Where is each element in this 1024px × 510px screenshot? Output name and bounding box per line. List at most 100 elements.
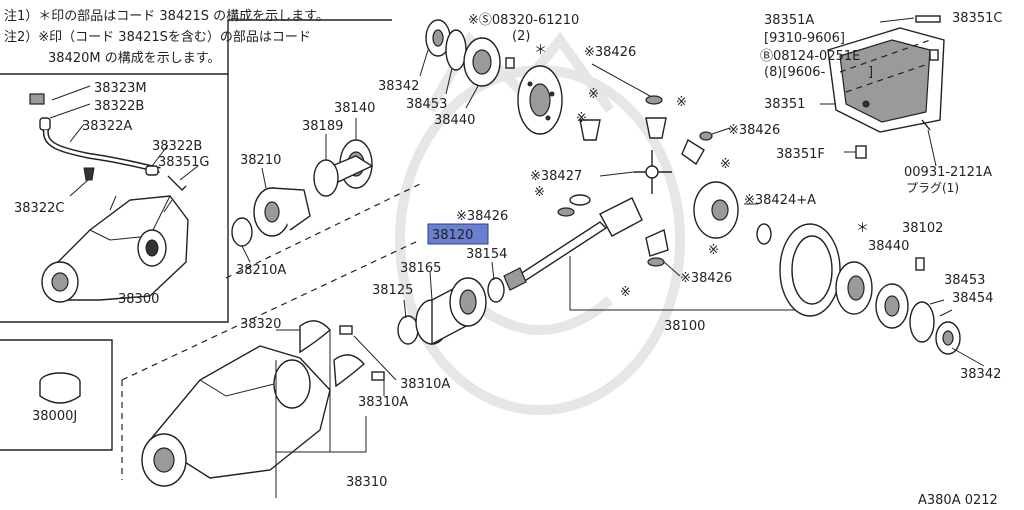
label-38120[interactable]: 38120	[432, 228, 473, 243]
label-38426-a: ※38426	[584, 45, 636, 60]
pinion-bearing-stack	[397, 277, 505, 346]
label-38440-top: 38440	[434, 113, 475, 128]
washer-38125	[397, 315, 419, 345]
bearing-38189	[313, 159, 339, 197]
label-38310A-b: 38310A	[358, 395, 408, 410]
rear-cover-38351	[827, 27, 945, 133]
diff-case	[517, 65, 563, 135]
dash-enclosure-a	[225, 183, 421, 279]
cap-38000J	[39, 372, 81, 404]
kome-1: ※	[588, 87, 599, 102]
kome-3: ※	[720, 157, 731, 172]
label-38310: 38310	[346, 475, 387, 490]
label-38300: 38300	[118, 292, 159, 307]
pinion-cross-38427	[634, 150, 672, 194]
label-38351A-bolt: Ⓑ08124-0251E	[760, 49, 860, 64]
kome-6: ※	[620, 285, 631, 300]
bolt-38102	[915, 257, 925, 271]
label-38453-top: 38453	[406, 97, 447, 112]
label-38351A: 38351A	[764, 13, 814, 28]
label-38351A-qty: (8)[9606-	[764, 65, 826, 80]
inset-frame-2	[0, 339, 113, 451]
gear-carrier-38310	[141, 345, 331, 487]
label-38427: ※38427	[530, 169, 582, 184]
label-38323M: 38323M	[94, 81, 147, 96]
kome-4: ※	[708, 243, 719, 258]
label-38351G: 38351G	[158, 155, 209, 170]
label-bolt-08320: ※Ⓢ08320-61210	[468, 13, 579, 28]
label-38351A-close: ]	[868, 65, 873, 80]
side-bearing-left-group	[425, 19, 501, 87]
label-38320: 38320	[240, 317, 281, 332]
note-line-3: 38420M の構成を示します。	[48, 51, 220, 66]
bolt-38310A-a	[339, 325, 353, 335]
label-38322C: 38322C	[14, 201, 64, 216]
label-38440-right: 38440	[868, 239, 909, 254]
clip-38322B	[39, 117, 51, 131]
cap-38310A	[333, 354, 365, 388]
label-bolt-qty: (2)	[512, 29, 530, 44]
label-38342-top: 38342	[378, 79, 419, 94]
clip-38322B-b	[145, 165, 159, 176]
label-38210: 38210	[240, 153, 281, 168]
label-38424A: ※38424+A	[744, 193, 816, 208]
breather-hose-group	[29, 93, 187, 191]
shim-38453-right	[909, 301, 935, 343]
label-asterisk-a: ＊	[534, 43, 547, 58]
diff-assembly-38300	[41, 195, 189, 303]
label-38351: 38351	[764, 97, 805, 112]
drain-38351F	[855, 145, 867, 159]
companion-flange-group	[231, 139, 374, 247]
bolt-path-a	[839, 39, 931, 73]
label-38165: 38165	[400, 261, 441, 276]
label-38426-c: ※38426	[456, 209, 508, 224]
label-plug: プラグ(1)	[906, 181, 959, 195]
ring-gear	[779, 223, 841, 317]
kome-7: ※	[576, 111, 587, 126]
side-gear-38424A	[693, 181, 772, 245]
bolt-08124	[929, 49, 939, 61]
label-38310A-a: 38310A	[400, 377, 450, 392]
bolt-08320	[505, 57, 515, 69]
label-38210A: 38210A	[236, 263, 286, 278]
side-bearing-right-group	[835, 257, 961, 355]
highlight-38120[interactable]	[427, 223, 489, 245]
label-38426-d: ※38426	[680, 271, 732, 286]
label-38102: 38102	[902, 221, 943, 236]
label-38125: 38125	[372, 283, 413, 298]
label-38322A: 38322A	[82, 119, 132, 134]
leader-38310	[275, 330, 367, 498]
nut-38210A	[231, 217, 253, 247]
label-38100: 38100	[664, 319, 705, 334]
label-38189: 38189	[302, 119, 343, 134]
washer-38426-c	[557, 207, 575, 217]
breather-38323M	[29, 93, 45, 105]
bolt-path-b	[845, 63, 929, 93]
shim-38453	[445, 29, 467, 71]
label-38322B-top: 38322B	[94, 99, 144, 114]
leader-38310A-a	[353, 335, 397, 381]
shim-38154	[487, 277, 505, 303]
bolt-38310A-b	[371, 371, 385, 381]
label-38140: 38140	[334, 101, 375, 116]
label-38351F: 38351F	[776, 147, 825, 162]
label-38154: 38154	[466, 247, 507, 262]
label-38342-right: 38342	[960, 367, 1001, 382]
label-00931: 00931-2121A	[904, 165, 992, 180]
notes-box	[0, 19, 392, 75]
drive-pinion-38100	[503, 197, 643, 291]
note-line-1: 注1）＊印の部品はコード 38421S の構成を示します。	[4, 9, 329, 24]
side-gears	[579, 95, 713, 166]
stud-38351C	[915, 15, 941, 23]
label-38000J: 38000J	[32, 409, 77, 424]
cap-38320	[299, 320, 331, 354]
pinion-mate-lower	[645, 229, 669, 257]
bolt-38351G	[167, 175, 187, 191]
footer-code: A380A 0212	[918, 493, 998, 508]
kome-2: ※	[676, 95, 687, 110]
note-line-2: 注2）※印（コード 38421Sを含む）の部品はコード	[4, 29, 311, 45]
label-38351C: 38351C	[952, 11, 1002, 26]
label-38453-right: 38453	[944, 273, 985, 288]
